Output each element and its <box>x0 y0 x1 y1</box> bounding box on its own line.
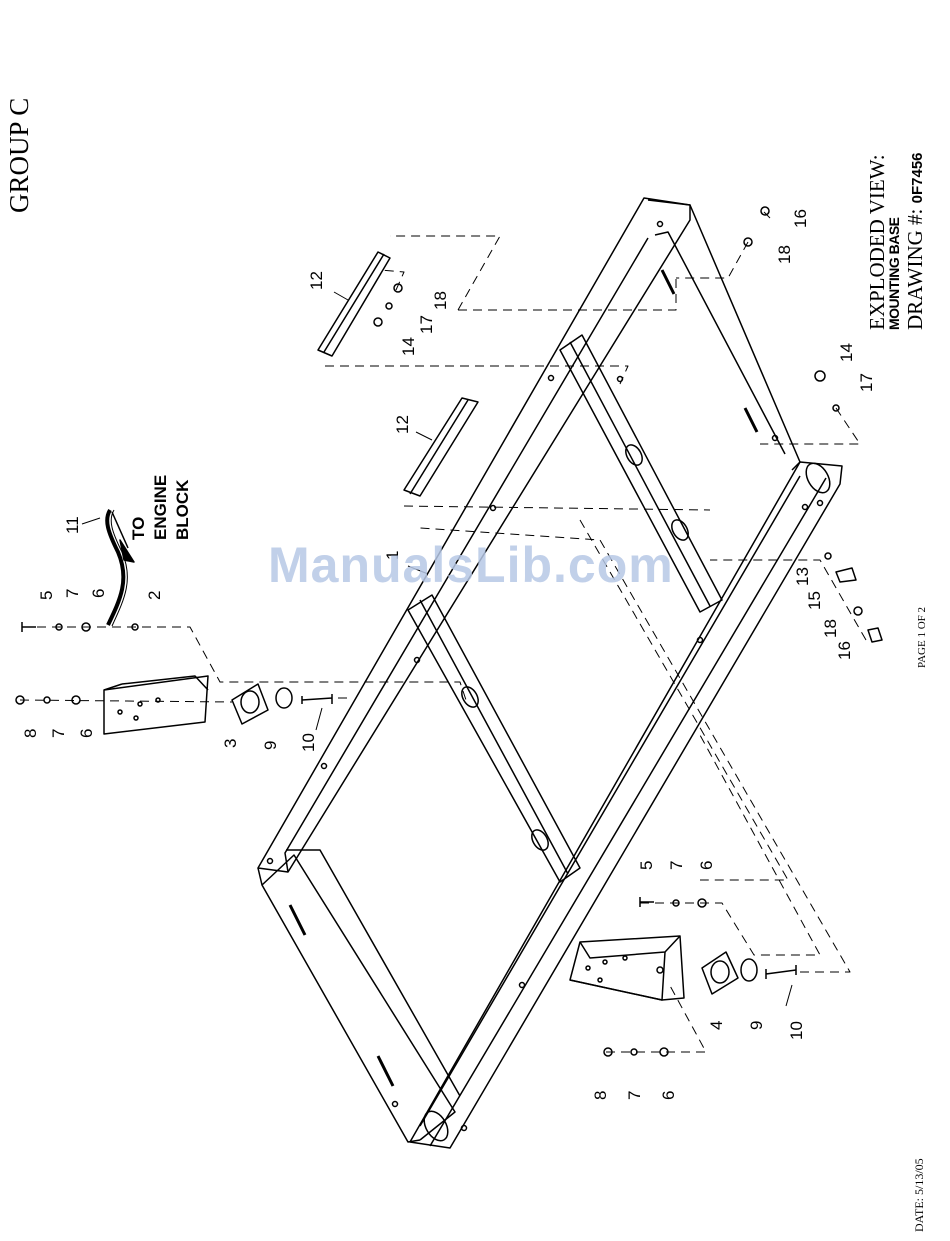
callout-6: 6 <box>89 589 108 598</box>
callout-8: 8 <box>21 729 40 738</box>
callout-15: 15 <box>805 591 824 610</box>
callout-11: 11 <box>63 516 82 534</box>
drawing-number: 0F7456 <box>909 152 926 203</box>
callout-9: 9 <box>261 741 280 750</box>
exploded-view-title: EXPLODED VIEW: <box>866 154 888 330</box>
callout-16: 16 <box>835 641 854 660</box>
callout-5: 5 <box>637 861 656 870</box>
group-label: GROUP C <box>4 98 35 213</box>
callout-6: 6 <box>77 729 96 738</box>
callout-7: 7 <box>63 589 82 598</box>
callout-6: 6 <box>697 861 716 870</box>
engine-note-line-2: ENGINE <box>150 475 172 540</box>
drawing-label: DRAWING #: <box>903 209 927 330</box>
callout-18: 18 <box>431 291 450 310</box>
page-number: PAGE 1 OF 2 <box>916 607 928 668</box>
callout-4: 4 <box>707 1021 726 1030</box>
watermark: ManualsLib.com <box>268 536 674 594</box>
callout-18: 18 <box>821 619 840 638</box>
engine-block-note: TO ENGINE BLOCK <box>128 475 194 540</box>
frame-rear-end <box>262 855 455 1140</box>
exploded-view-subtitle: MOUNTING BASE <box>886 218 902 331</box>
callout-3: 3 <box>221 739 240 748</box>
callout-10: 10 <box>787 1021 806 1040</box>
engine-note-line-3: BLOCK <box>172 475 194 540</box>
drawing-number-line: DRAWING #: 0F7456 <box>904 152 929 330</box>
callout-5: 5 <box>37 591 56 600</box>
callout-17: 17 <box>857 373 876 392</box>
frame-front-end <box>648 200 800 470</box>
callout-7: 7 <box>625 1091 644 1100</box>
callout-7: 7 <box>667 861 686 870</box>
frame-left-rail <box>258 198 690 872</box>
callout-13: 13 <box>793 567 812 586</box>
isolator-4 <box>702 952 738 994</box>
callout-17: 17 <box>417 315 436 334</box>
callout-7: 7 <box>49 729 68 738</box>
callout-14: 14 <box>399 337 418 356</box>
isolator-3 <box>232 684 268 724</box>
callout-2: 2 <box>145 591 164 600</box>
date-label: DATE: 5/13/05 <box>912 1158 927 1232</box>
engine-note-line-1: TO <box>128 475 150 540</box>
callout-16: 16 <box>791 209 810 228</box>
callout-18: 18 <box>775 245 794 264</box>
callout-14: 14 <box>837 343 856 362</box>
ground-cable-11 <box>107 510 123 625</box>
callout-8: 8 <box>591 1091 610 1100</box>
callout-12: 12 <box>307 271 326 290</box>
angle-bracket-12-lower <box>404 398 478 496</box>
callout-10: 10 <box>299 733 318 752</box>
callout-9: 9 <box>747 1021 766 1030</box>
callout-12: 12 <box>393 415 412 434</box>
mount-bracket-lower <box>570 936 684 1000</box>
callout-6: 6 <box>659 1091 678 1100</box>
